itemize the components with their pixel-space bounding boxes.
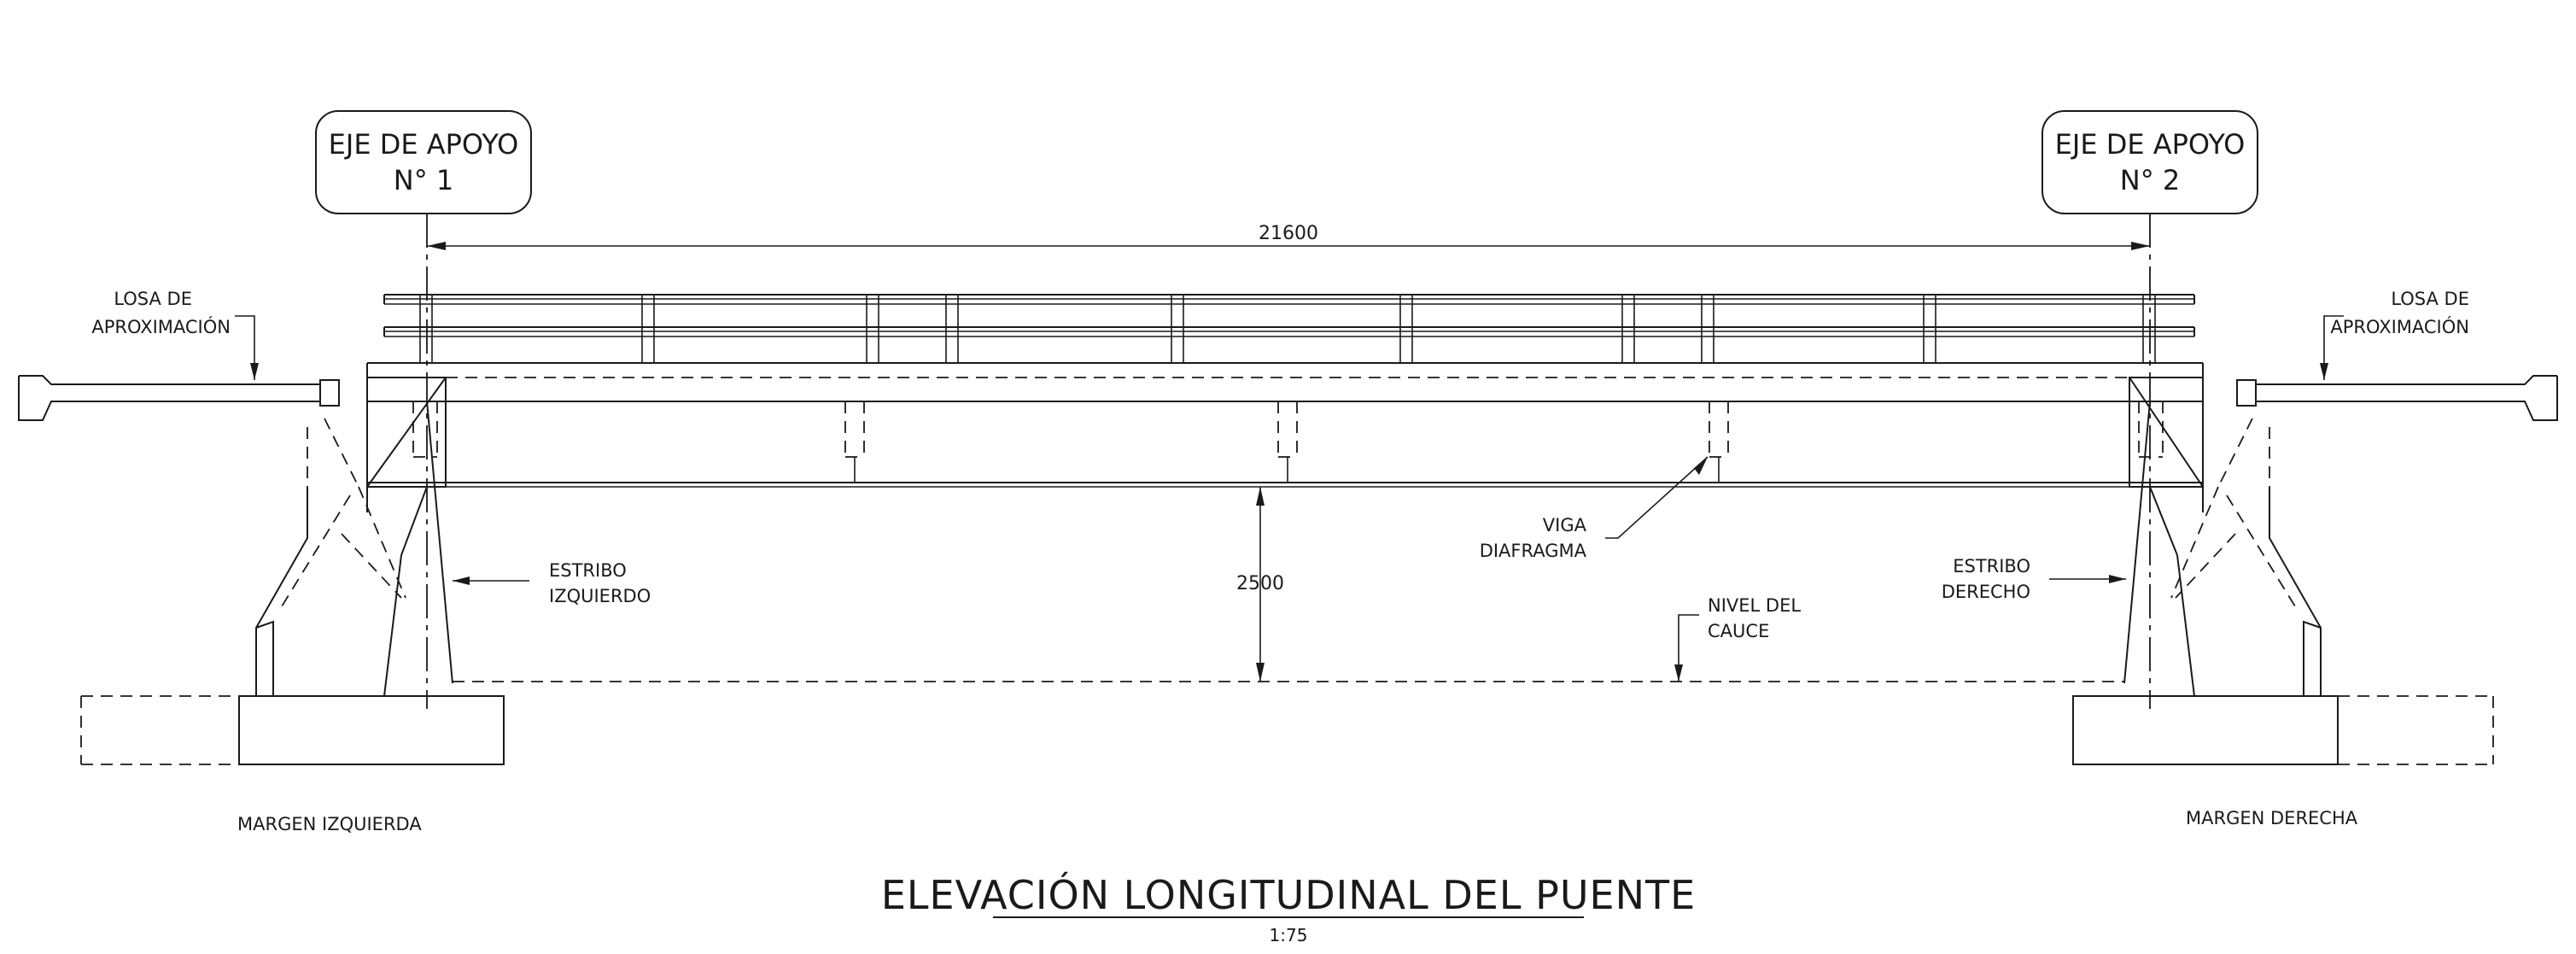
railing bbox=[383, 294, 2195, 364]
leader-abutment-left bbox=[453, 576, 529, 585]
leader-diaphragm bbox=[1605, 456, 1709, 539]
approach-slab-right bbox=[2236, 375, 2558, 421]
label-approach-right-line1: LOSA DE bbox=[2391, 289, 2469, 309]
label-bank-left: MARGEN IZQUIERDA bbox=[237, 814, 422, 834]
label-abutment-right-line2: DERECHO bbox=[1942, 582, 2030, 602]
axis-tag-2-line2: N° 2 bbox=[2120, 164, 2180, 196]
leader-approach-left bbox=[235, 315, 259, 380]
span-dimension-text: 21600 bbox=[1259, 223, 1318, 244]
label-abutment-left-line1: ESTRIBO bbox=[549, 560, 627, 581]
leader-abutment-right bbox=[2049, 575, 2126, 583]
label-approach-right-line2: APROXIMACIÓN bbox=[2330, 316, 2469, 337]
drawing-title-text: ELEVACIÓN LONGITUDINAL DEL PUENTE bbox=[881, 872, 1696, 918]
label-approach-left-line1: LOSA DE bbox=[114, 289, 192, 309]
abutment-right bbox=[2072, 401, 2494, 765]
leader-riverbed bbox=[1674, 614, 1699, 682]
label-diaphragm-line2: DIAFRAGMA bbox=[1480, 541, 1587, 561]
span-dimension: 21600 bbox=[427, 223, 2150, 250]
label-approach-left-line2: APROXIMACIÓN bbox=[91, 316, 231, 337]
abutment-left bbox=[80, 401, 505, 765]
label-riverbed-line1: NIVEL DEL bbox=[1708, 595, 1801, 616]
axis-tag-1-line2: N° 1 bbox=[394, 164, 453, 196]
clearance-dimension-text: 2500 bbox=[1236, 573, 1284, 594]
leader-approach-right bbox=[2320, 315, 2344, 380]
superstructure bbox=[366, 362, 2204, 488]
label-bank-right: MARGEN DERECHA bbox=[2186, 808, 2358, 828]
clearance-dimension: 2500 bbox=[1236, 487, 1284, 682]
axis-tag-2-line1: EJE DE APOYO bbox=[2055, 128, 2246, 161]
axis-tag-2: EJE DE APOYO N° 2 bbox=[2042, 110, 2258, 214]
drawing-scale: 1:75 bbox=[1270, 925, 1308, 945]
label-riverbed-line2: CAUCE bbox=[1708, 621, 1769, 641]
drawing-title: ELEVACIÓN LONGITUDINAL DEL PUENTE 1:75 bbox=[881, 872, 1696, 945]
label-abutment-right-line1: ESTRIBO bbox=[1953, 556, 2030, 576]
approach-slab-left bbox=[18, 375, 340, 421]
axis-tag-1-line1: EJE DE APOYO bbox=[329, 128, 519, 161]
label-diaphragm-line1: VIGA bbox=[1543, 515, 1587, 536]
axis-tag-1: EJE DE APOYO N° 1 bbox=[315, 110, 532, 214]
label-abutment-left-line2: IZQUIERDO bbox=[549, 586, 651, 606]
